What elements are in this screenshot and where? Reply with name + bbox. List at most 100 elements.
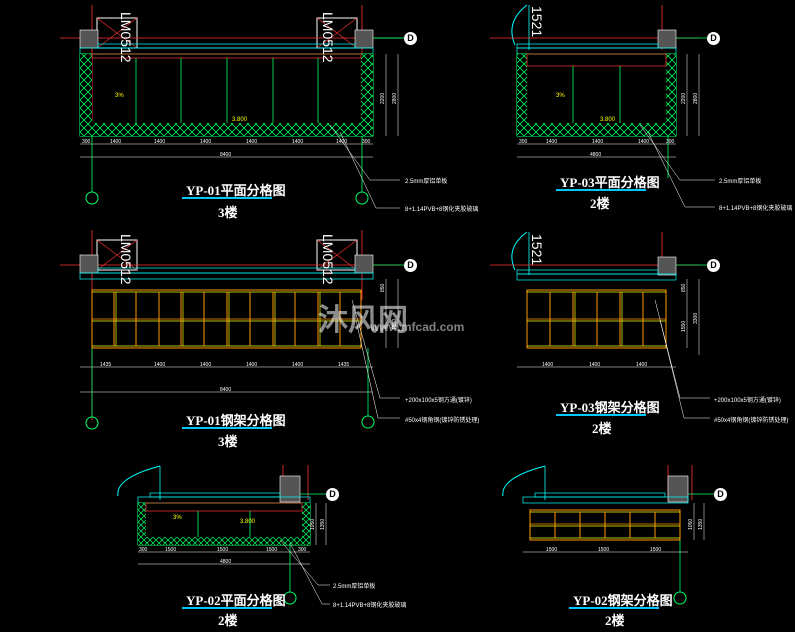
drawing-title: YP-02平面分格图 [186,593,286,608]
note-label: 8+1.14PVB+8钢化夹胶玻璃 [405,207,479,213]
dim-label: 850 [681,283,687,292]
dim-label: 850 [380,283,386,292]
dim-label: 300 [82,139,91,145]
drawing-yp03-frame [490,231,710,419]
dim-label: 1400 [336,139,348,145]
dim-label: 1400 [592,139,604,145]
drawing-title: YP-01平面分格图 [186,183,286,198]
dim-label: 300 [362,139,371,145]
dim-label: 1400 [638,139,650,145]
drawing-title: YP-03钢架分格图 [560,400,660,415]
dim-label: 300 [666,139,675,145]
dim-label: 2200 [681,92,687,104]
title-underline [182,607,272,609]
title-underline [556,189,646,191]
note-label: 2.5mm厚铝单板 [719,179,762,185]
angle-label: 1521 [529,6,545,38]
angle-label: 1521 [529,234,545,266]
dim-label: 1500 [598,547,610,553]
drawing-yp02-frame [502,465,714,605]
dim-total: 8400 [220,152,232,158]
dim-label: 300 [139,547,148,553]
slope-label: 3% [556,93,565,99]
floor-label: 3楼 [218,434,238,449]
dim-label: 1500 [546,547,558,553]
dim-label: 1400 [154,362,166,368]
dim-total: 8400 [220,387,232,393]
dim-label: 1350 [698,518,704,530]
level-label: 3.800 [600,117,616,123]
dim-label: 1050 [310,518,316,530]
drawing-title: YP-03平面分格图 [560,175,660,190]
axis-marker-d: D [714,488,727,501]
title-underline [569,607,659,609]
dim-label: 2800 [392,92,398,104]
dim-label: 1500 [266,547,278,553]
floor-label: 3楼 [218,205,238,220]
watermark-logo: 沐风网 [318,295,408,339]
note-label: 8+1.14PVB+8钢化夹胶玻璃 [719,206,793,212]
dim-total: 4800 [220,559,232,565]
door-label: LM0512 [320,234,336,285]
axis-marker-d: D [404,259,417,272]
note-label: 2.5mm厚铝单板 [333,584,376,590]
floor-label: 2楼 [592,421,612,436]
door-label: LM0512 [320,12,336,63]
dim-total: 4800 [590,152,602,158]
level-label: 3.800 [240,519,256,525]
drawing-yp03-plan [490,4,715,208]
floor-label: 2楼 [605,613,625,628]
note-label: 2.5mm厚铝单板 [405,179,448,185]
dim-label: 1500 [217,547,229,553]
title-underline [182,197,272,199]
dim-label: 1400 [200,139,212,145]
dim-label: 1400 [542,362,554,368]
dim-label: 1400 [154,139,166,145]
dim-label: 1400 [200,362,212,368]
note-label: #50x4钢角钢(镀锌防锈处理) [714,418,789,424]
watermark-name: 沐风网 [318,303,408,338]
door-label: LM0512 [118,234,134,285]
dim-label: 2800 [693,92,699,104]
dim-label: 1400 [246,362,258,368]
dim-label: 1550 [392,318,398,330]
drawing-yp02-plan [117,465,330,605]
dim-label: 1435 [100,362,112,368]
dim-label: 1400 [246,139,258,145]
dim-label: 1050 [688,518,694,530]
dim-label: 300 [298,547,307,553]
note-label: +200x100x5钢方通(镀锌) [405,398,472,404]
dim-label: 1350 [320,518,326,530]
floor-label: 2楼 [218,613,238,628]
dim-label: 1400 [292,139,304,145]
slope-label: 3% [173,515,182,521]
dim-label: 1400 [589,362,601,368]
dim-label: 1435 [338,362,350,368]
dim-label: 1500 [165,547,177,553]
title-underline [182,427,272,429]
drawing-yp01-plan [60,5,405,209]
note-label: +200x100x5钢方通(镀锌) [714,398,781,404]
level-label: 3.800 [232,117,248,123]
drawing-yp01-frame [60,230,405,430]
dim-label: 1400 [636,362,648,368]
title-underline [556,414,646,416]
floor-label: 2楼 [590,196,610,211]
dim-label: 1400 [110,139,122,145]
axis-marker-d: D [707,259,720,272]
drawing-title: YP-01钢架分格图 [186,413,286,428]
dim-label: 1550 [681,320,687,332]
dim-label: 1400 [546,139,558,145]
axis-marker-d: D [707,32,720,45]
dim-label: 1400 [292,362,304,368]
door-label: LM0512 [118,12,134,63]
axis-marker-d: D [326,488,339,501]
drawing-title: YP-02钢架分格图 [573,593,673,608]
dim-label: 1500 [650,547,662,553]
axis-marker-d: D [404,32,417,45]
dim-label: 300 [519,139,528,145]
note-label: 8+1.14PVB+8钢化夹胶玻璃 [333,603,407,609]
dim-label: 3300 [693,312,699,324]
watermark-url: www.mfcad.com [370,320,465,334]
